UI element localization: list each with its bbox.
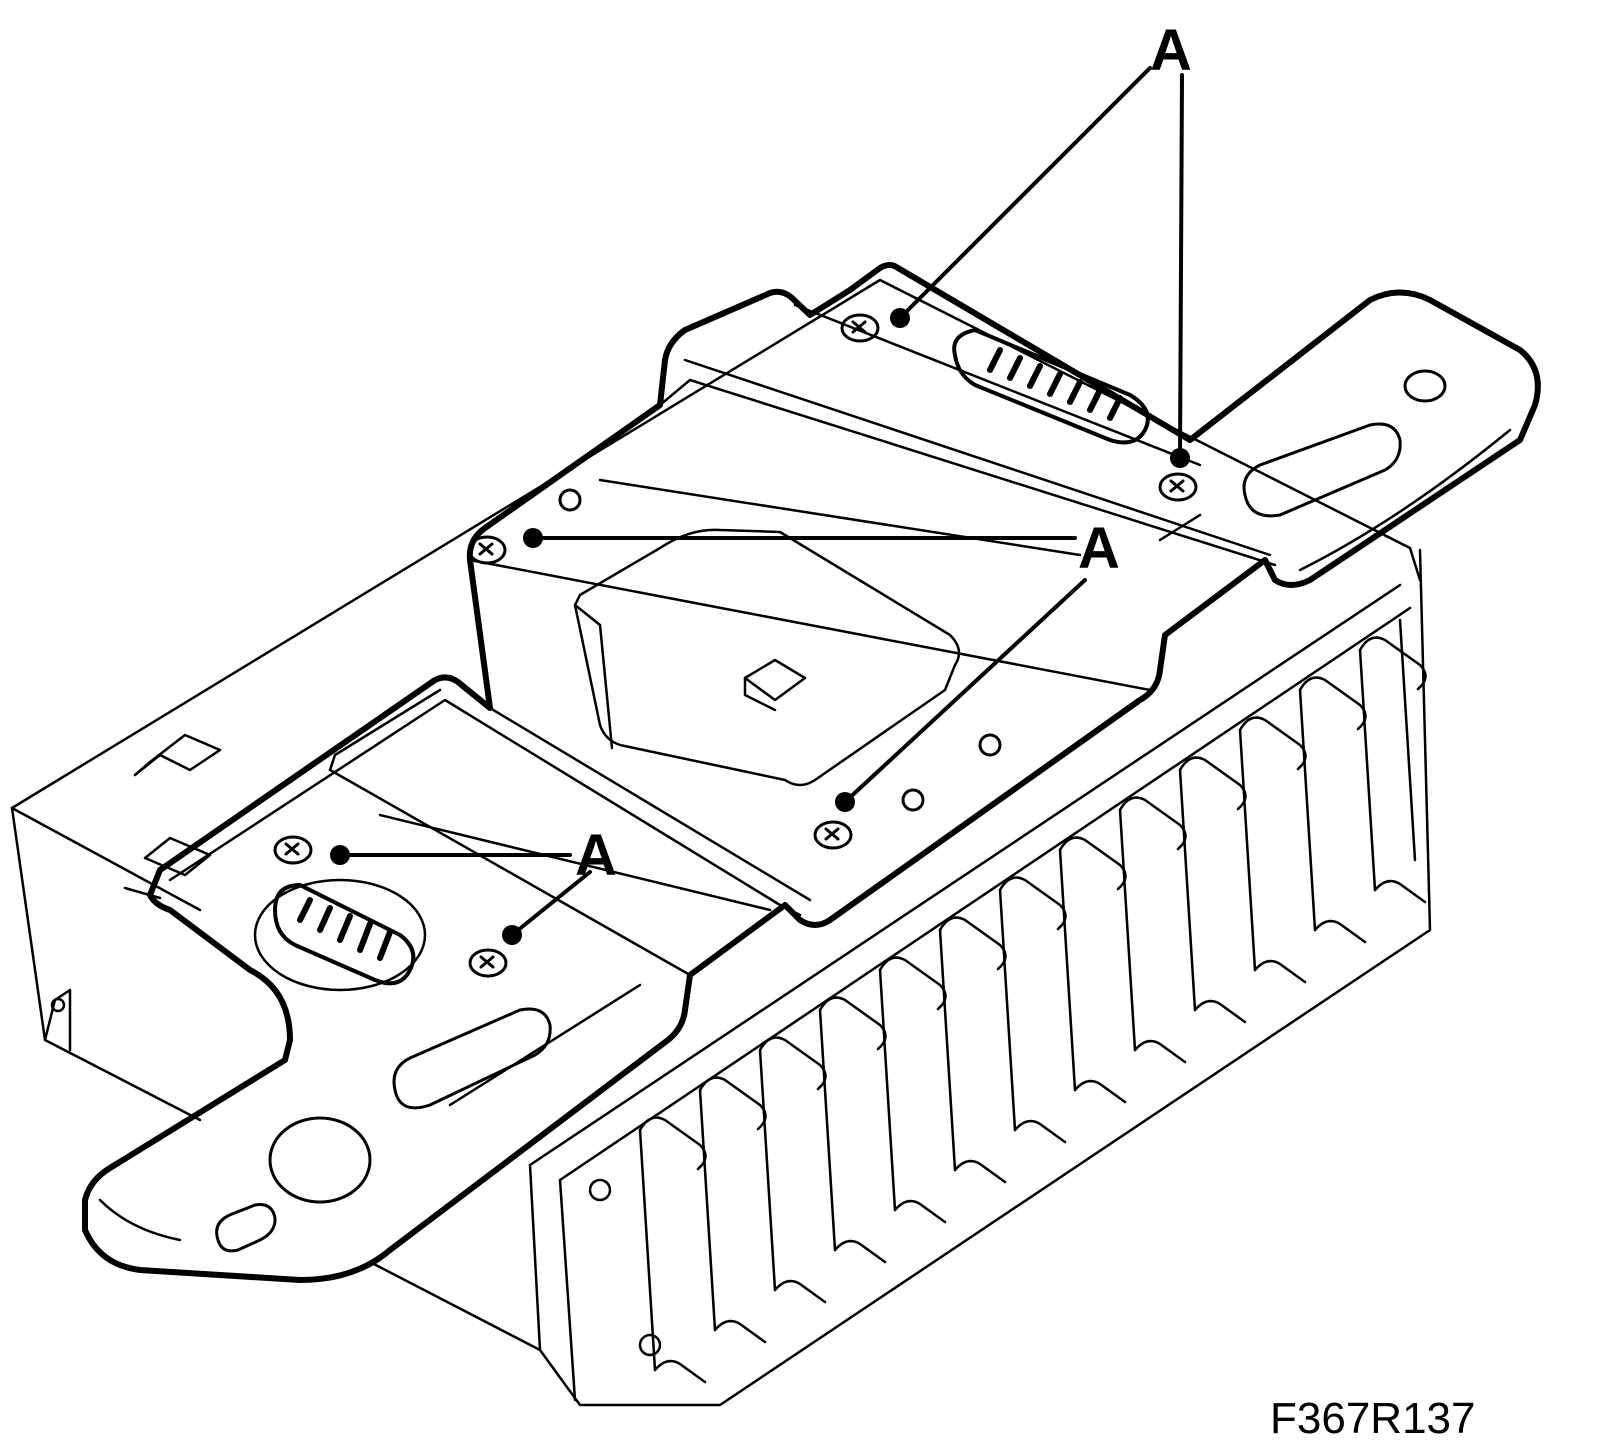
callout-label-bottom: A	[575, 823, 617, 888]
callout-label-middle: A	[1078, 516, 1120, 581]
callout-label-top: A	[1150, 18, 1192, 83]
lower-fin-tips	[653, 879, 1427, 1384]
figure-code: F367R137	[1270, 1394, 1475, 1443]
bracket-details	[98, 303, 1512, 1242]
screw-5	[273, 835, 313, 865]
screw-1	[840, 313, 880, 343]
leader-lines	[338, 66, 1184, 937]
mounting-bracket	[82, 262, 1541, 1283]
heat-sink	[528, 548, 1432, 1407]
screws	[273, 313, 1198, 978]
screw-3	[467, 535, 507, 565]
screw-2	[1158, 472, 1198, 502]
lower-grille	[253, 878, 427, 992]
slots	[215, 369, 1447, 1253]
upper-grille	[952, 328, 1150, 445]
housing	[10, 278, 1422, 1352]
fin-tips	[638, 636, 1427, 1171]
screw-6	[468, 948, 508, 978]
fins	[558, 618, 1417, 1402]
screw-4	[813, 820, 853, 850]
leader-dots	[330, 308, 1190, 945]
